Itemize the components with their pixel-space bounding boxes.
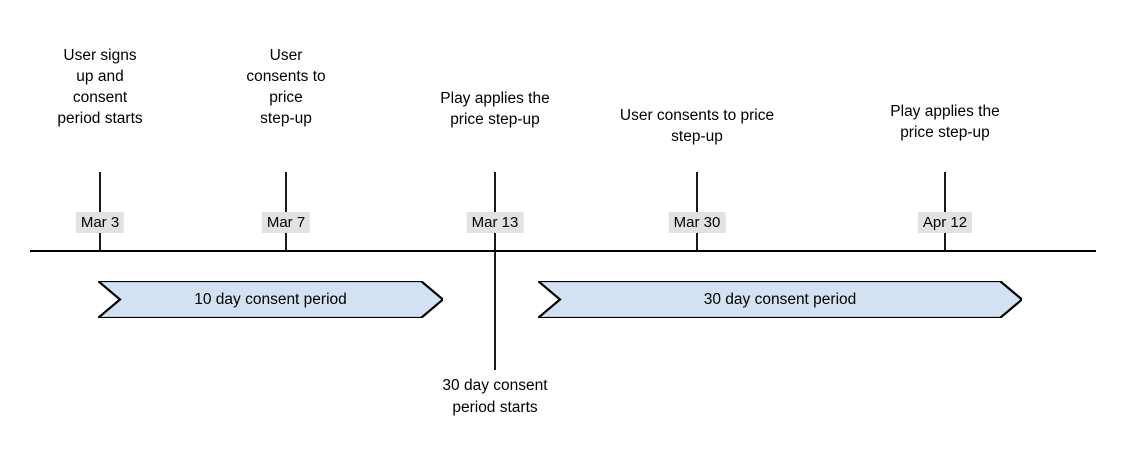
date-chip-mar-7: Mar 7 [261, 212, 311, 233]
event-tick-lower-4 [696, 233, 698, 250]
date-chip-mar-30: Mar 30 [668, 212, 726, 233]
event-tick-lower-1 [99, 233, 101, 250]
event-tick-lower-5 [944, 233, 946, 250]
band-10-day: 10 day consent period [98, 281, 443, 318]
date-chip-mar-3: Mar 3 [75, 212, 125, 233]
below-axis-connector-line [494, 252, 496, 370]
event-tick-3 [494, 172, 496, 212]
event-tick-1 [99, 172, 101, 212]
event-tick-2 [285, 172, 287, 212]
band-30-day: 30 day consent period [538, 281, 1022, 318]
event-tick-lower-3 [494, 233, 496, 250]
event-caption-2: User consents to price step-up [246, 47, 326, 127]
date-chip-apr-12: Apr 12 [917, 212, 973, 233]
below-axis-caption: 30 day consent period starts [442, 377, 548, 416]
event-caption-1: User signs up and consent period starts [57, 47, 143, 127]
event-tick-lower-2 [285, 233, 287, 250]
event-caption-3: Play applies the price step-up [440, 90, 550, 128]
date-chip-mar-13: Mar 13 [466, 212, 524, 233]
event-tick-5 [944, 172, 946, 212]
timeline-axis [30, 250, 1096, 252]
event-caption-4: User consents to price step-up [619, 107, 775, 145]
event-tick-4 [696, 172, 698, 212]
event-caption-5: Play applies the price step-up [890, 103, 1000, 141]
